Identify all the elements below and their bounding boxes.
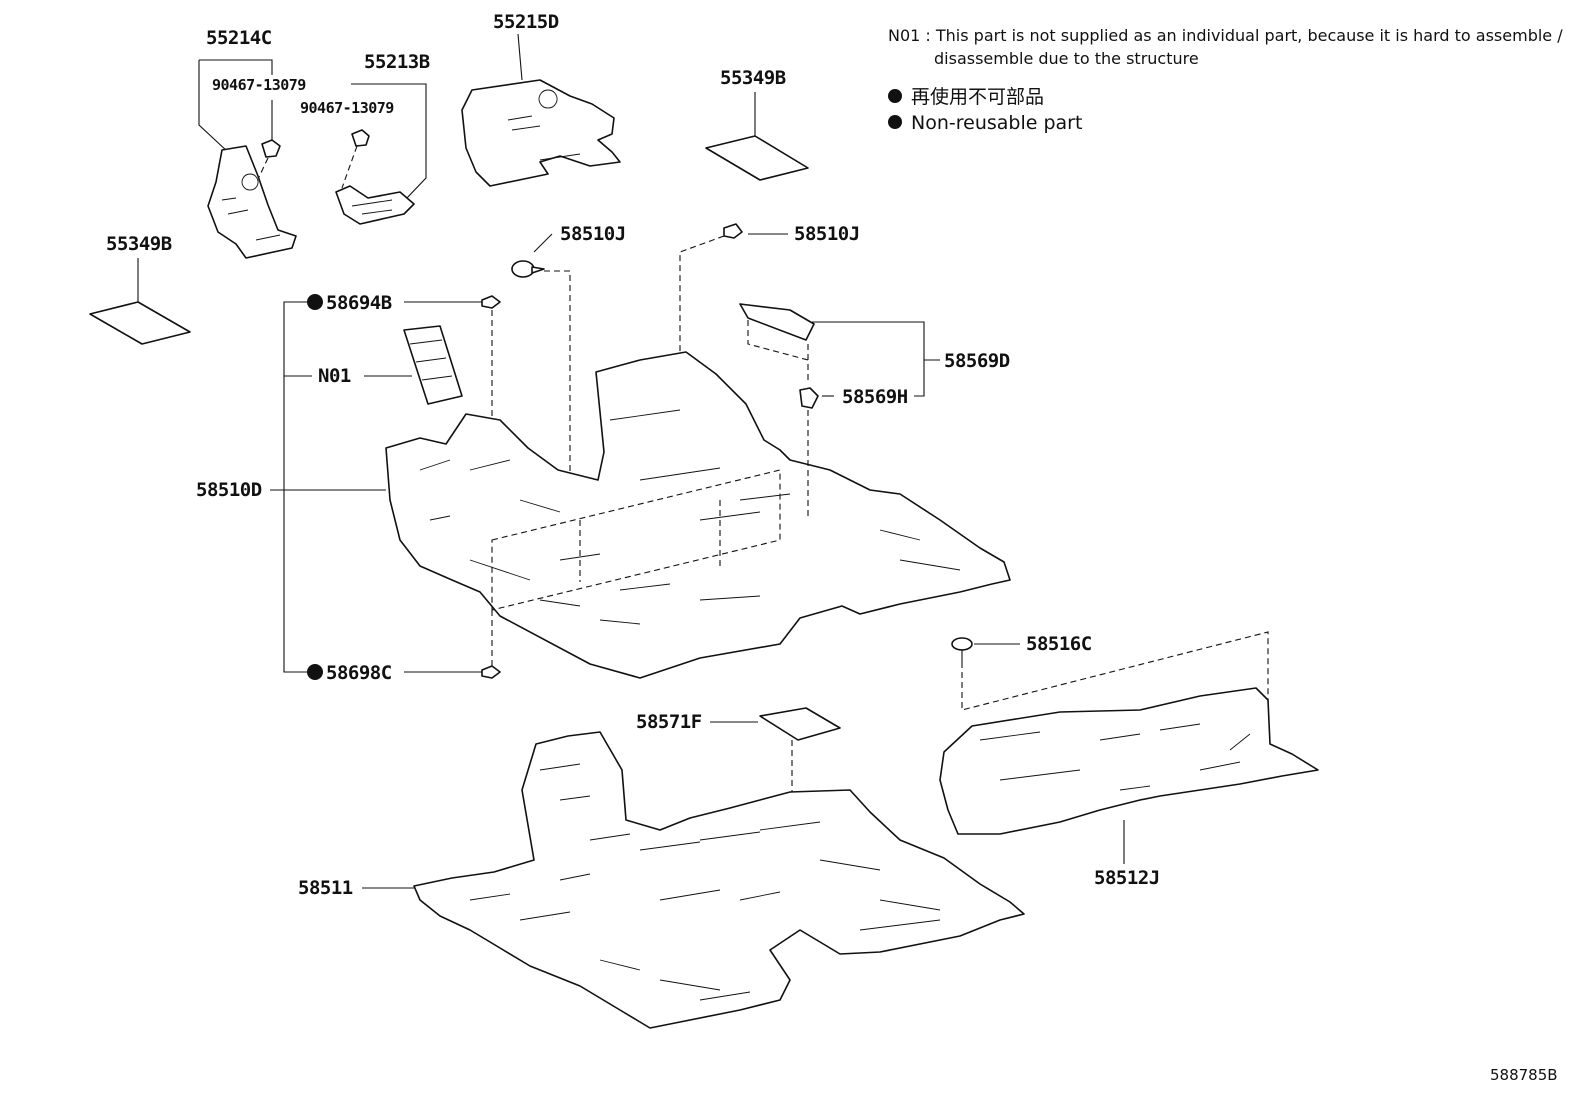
part-55349B-top xyxy=(705,135,809,181)
callout-58698C: 58698C xyxy=(326,662,392,684)
part-55214C-group: 55214C 90467-13079 xyxy=(198,27,307,259)
part-58510D-bracket: 58694B N01 58510D 58698C xyxy=(196,292,501,684)
part-58571F xyxy=(759,707,841,741)
part-55349B-left xyxy=(89,301,191,345)
callout-58569H: 58569H xyxy=(842,386,908,408)
legend-non-reusable-en: Non-reusable part xyxy=(911,112,1082,134)
legend-non-reusable-jp: 再使用不可部品 xyxy=(911,86,1044,108)
part-58512J-group: 58516C 58512J xyxy=(939,631,1319,889)
note-line-1: N01 : This part is not supplied as an in… xyxy=(888,26,1563,45)
callout-58694B: 58694B xyxy=(326,292,392,314)
callout-55214C: 55214C xyxy=(206,27,272,49)
part-55215D xyxy=(461,79,621,187)
callout-58510J-b: 58510J xyxy=(794,223,860,245)
part-58569D-group: 58569D 58569H xyxy=(739,303,1010,520)
part-55349B-top-group: 55349B xyxy=(705,67,809,181)
callout-58510J-a: 58510J xyxy=(560,223,626,245)
callout-58571F: 58571F xyxy=(636,711,702,733)
callout-58511: 58511 xyxy=(298,877,353,899)
callout-90467-13079-a: 90467-13079 xyxy=(212,76,306,94)
part-55349B-left-group: 55349B xyxy=(89,233,191,345)
part-58511-floor-carpet xyxy=(413,731,1025,1029)
non-reusable-dot-icon xyxy=(888,89,902,103)
non-reusable-dot-icon xyxy=(307,664,323,680)
part-58510J-b-group: 58510J xyxy=(679,223,860,460)
callout-55349B-top: 55349B xyxy=(720,67,786,89)
part-58511-group: 58511 xyxy=(298,731,1025,1029)
callout-55213B: 55213B xyxy=(364,51,430,73)
callout-58512J: 58512J xyxy=(1094,867,1160,889)
part-58510J-a-group: 58510J xyxy=(511,223,626,490)
note-line-2: disassemble due to the structure xyxy=(934,49,1199,68)
non-reusable-dot-icon xyxy=(307,294,323,310)
part-55213B-group: 55213B 90467-13079 xyxy=(300,51,430,225)
callout-90467-13079-b: 90467-13079 xyxy=(300,99,394,117)
callout-58510D: 58510D xyxy=(196,479,262,501)
callout-55215D: 55215D xyxy=(493,11,559,33)
part-55215D-group: 55215D xyxy=(461,11,621,187)
part-58569D xyxy=(739,303,815,341)
non-reusable-dot-icon xyxy=(888,115,902,129)
figure-ref-number: 588785B xyxy=(1490,1066,1558,1084)
part-N01 xyxy=(403,325,463,405)
part-58512J xyxy=(939,687,1319,835)
callout-58569D: 58569D xyxy=(944,350,1010,372)
part-58510D-floor-carpet xyxy=(385,351,1011,679)
part-55213B xyxy=(335,185,415,225)
callout-58516C: 58516C xyxy=(1026,633,1092,655)
callout-N01: N01 xyxy=(318,365,351,387)
callout-55349B-left: 55349B xyxy=(106,233,172,255)
part-55214C xyxy=(207,145,297,259)
